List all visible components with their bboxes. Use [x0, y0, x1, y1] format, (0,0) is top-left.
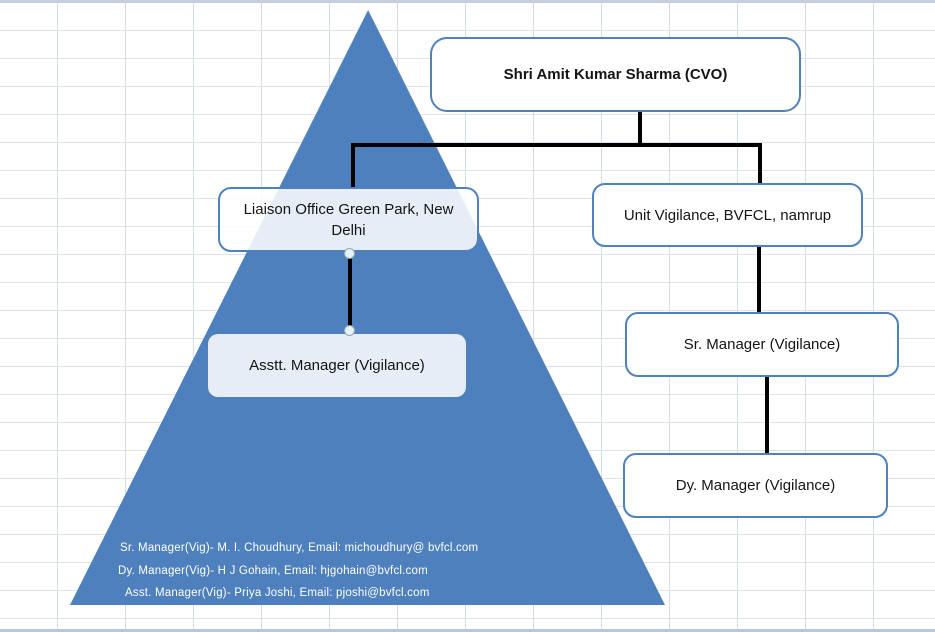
org-node-unit-vigilance[interactable]: Unit Vigilance, BVFCL, namrup	[592, 183, 863, 247]
connector-horizontal[interactable]	[351, 143, 762, 147]
connector-unit-sr[interactable]	[757, 246, 761, 314]
connector-cvo-stub[interactable]	[638, 112, 642, 146]
org-node-sr-manager[interactable]: Sr. Manager (Vigilance)	[625, 312, 899, 377]
connector-to-unit[interactable]	[758, 143, 762, 185]
org-node-dy-manager[interactable]: Dy. Manager (Vigilance)	[623, 453, 888, 518]
contact-line-asst-manager: Asst. Manager(Vig)- Priya Joshi, Email: …	[125, 587, 430, 599]
connection-handle-icon-bottom[interactable]	[344, 325, 355, 336]
org-node-cvo-label: Shri Amit Kumar Sharma (CVO)	[503, 66, 728, 83]
org-node-unit-vigilance-label: Unit Vigilance, BVFCL, namrup	[623, 206, 832, 224]
org-node-liaison-office-label: Liaison Office Green Park, New Delhi	[243, 200, 454, 239]
org-node-liaison-office[interactable]: Liaison Office Green Park, New Delhi	[218, 187, 479, 252]
connector-liaison-asstt[interactable]	[348, 253, 352, 333]
org-node-asstt-manager[interactable]: Asstt. Manager (Vigilance)	[208, 334, 466, 397]
connector-to-liaison[interactable]	[351, 143, 355, 189]
connection-handle-icon-top[interactable]	[344, 248, 355, 259]
org-node-sr-manager-label: Sr. Manager (Vigilance)	[683, 336, 841, 353]
sheet-bottom-border	[0, 629, 935, 632]
contact-line-sr-manager: Sr. Manager(Vig)- M. I. Choudhury, Email…	[120, 542, 479, 554]
org-node-cvo[interactable]: Shri Amit Kumar Sharma (CVO)	[430, 37, 801, 112]
contact-line-dy-manager: Dy. Manager(Vig)- H J Gohain, Email: hjg…	[118, 565, 428, 577]
sheet-top-border	[0, 0, 935, 3]
org-node-dy-manager-label: Dy. Manager (Vigilance)	[675, 477, 836, 494]
org-node-asstt-manager-label: Asstt. Manager (Vigilance)	[249, 357, 425, 374]
connector-sr-dy[interactable]	[765, 376, 769, 454]
